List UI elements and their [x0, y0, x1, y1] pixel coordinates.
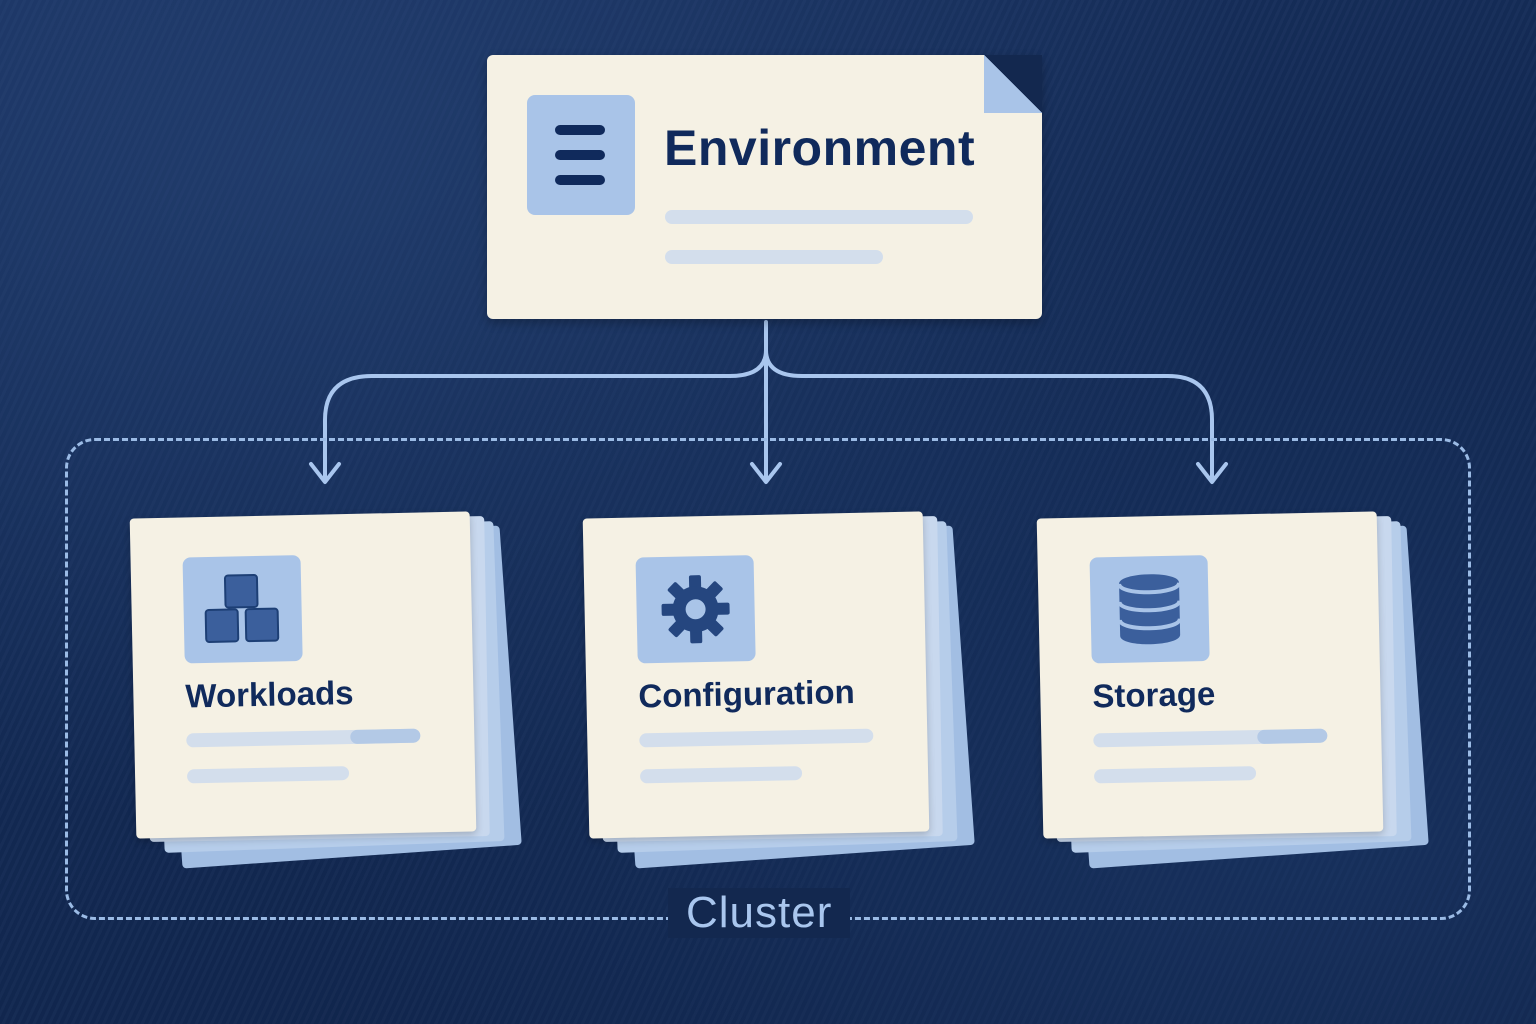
- cubes-icon: [182, 555, 303, 664]
- card-face: Storage: [1036, 511, 1384, 839]
- cluster-label: Cluster: [668, 888, 851, 938]
- gear-icon: [635, 555, 756, 664]
- card-face: Configuration: [582, 511, 930, 839]
- placeholder-line: [1093, 766, 1257, 784]
- database-icon: [1089, 555, 1210, 664]
- card-face: Workloads: [129, 511, 477, 839]
- workloads-card[interactable]: Workloads: [129, 511, 522, 869]
- placeholder-line: [186, 728, 421, 748]
- storage-label: Storage: [1092, 674, 1216, 715]
- placeholder-line: [186, 766, 350, 784]
- environment-card[interactable]: Environment: [487, 55, 1042, 319]
- document-lines-icon: [527, 95, 635, 215]
- arrowhead-workloads: [309, 462, 341, 484]
- folded-corner: [984, 55, 1042, 113]
- connector-to-workloads: [323, 348, 768, 480]
- configuration-card[interactable]: Configuration: [582, 511, 975, 869]
- placeholder-line: [639, 766, 803, 784]
- placeholder-line: [639, 728, 874, 748]
- arrowhead-storage: [1196, 462, 1228, 484]
- placeholder-line: [665, 210, 973, 224]
- workloads-label: Workloads: [185, 673, 354, 715]
- placeholder-line: [1093, 728, 1328, 748]
- connector-to-storage: [764, 348, 1214, 480]
- arrowhead-configuration: [750, 462, 782, 484]
- placeholder-line: [665, 250, 883, 264]
- storage-card[interactable]: Storage: [1036, 511, 1429, 869]
- environment-title: Environment: [664, 120, 976, 176]
- configuration-label: Configuration: [638, 672, 856, 715]
